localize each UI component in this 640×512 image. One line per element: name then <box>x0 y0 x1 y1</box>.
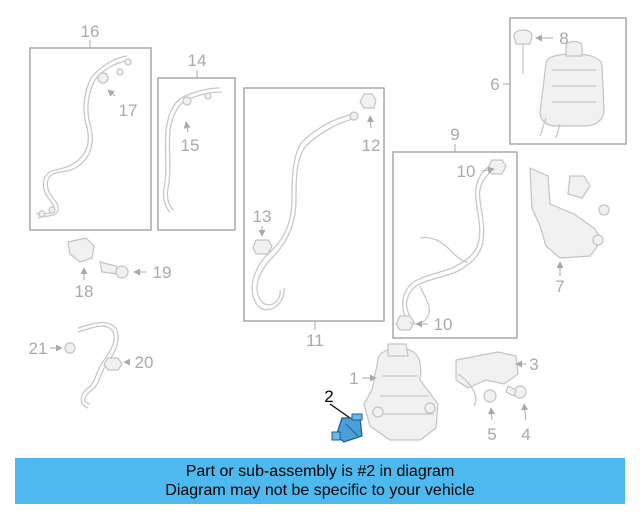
hose-assembly-9 <box>392 144 518 339</box>
callout-4: 4 <box>521 425 530 444</box>
callout-2: 2 <box>324 387 333 406</box>
hose-20 <box>77 321 131 409</box>
callout-8: 8 <box>559 29 568 48</box>
callout-19: 19 <box>153 263 172 282</box>
callout-6: 6 <box>490 75 499 94</box>
hose-assembly-11 <box>243 87 385 330</box>
banner-line-1: Part or sub-assembly is #2 in diagram <box>185 463 455 480</box>
callout-17: 17 <box>119 101 138 120</box>
callout-15: 15 <box>181 136 200 155</box>
pump-assembly-1 <box>362 343 439 441</box>
callout-5: 5 <box>487 425 496 444</box>
callout-10-top: 10 <box>457 162 476 181</box>
callout-1: 1 <box>349 369 358 388</box>
callout-16: 16 <box>81 22 100 41</box>
callout-20: 20 <box>135 353 154 372</box>
callout-13: 13 <box>253 207 272 226</box>
highlighted-part-2 <box>329 403 363 443</box>
clip-18 <box>67 237 95 280</box>
callout-18: 18 <box>75 282 94 301</box>
seal-21 <box>50 342 76 354</box>
callout-9: 9 <box>450 125 459 144</box>
callout-10-bottom: 10 <box>434 315 453 334</box>
callout-3: 3 <box>529 355 538 374</box>
callout-7: 7 <box>555 277 564 296</box>
bolt-4 <box>505 385 529 421</box>
callout-labels: 16 17 14 15 12 13 11 9 10 10 8 6 7 18 19… <box>29 22 569 444</box>
bracket-7 <box>529 167 610 276</box>
banner-line-2: Diagram may not be specific to your vehi… <box>165 482 475 499</box>
bolt-19 <box>99 261 146 279</box>
hose-assembly-16 <box>29 40 152 231</box>
callout-14: 14 <box>188 51 207 70</box>
callout-12: 12 <box>362 136 381 155</box>
callout-11: 11 <box>306 331 324 350</box>
info-banner: Part or sub-assembly is #2 in diagram Di… <box>15 458 625 504</box>
nut-5 <box>483 389 497 421</box>
callout-21: 21 <box>29 339 48 358</box>
reservoir-assembly-6 <box>503 17 627 145</box>
shield-3 <box>455 351 526 407</box>
hose-assembly-14 <box>157 70 236 231</box>
